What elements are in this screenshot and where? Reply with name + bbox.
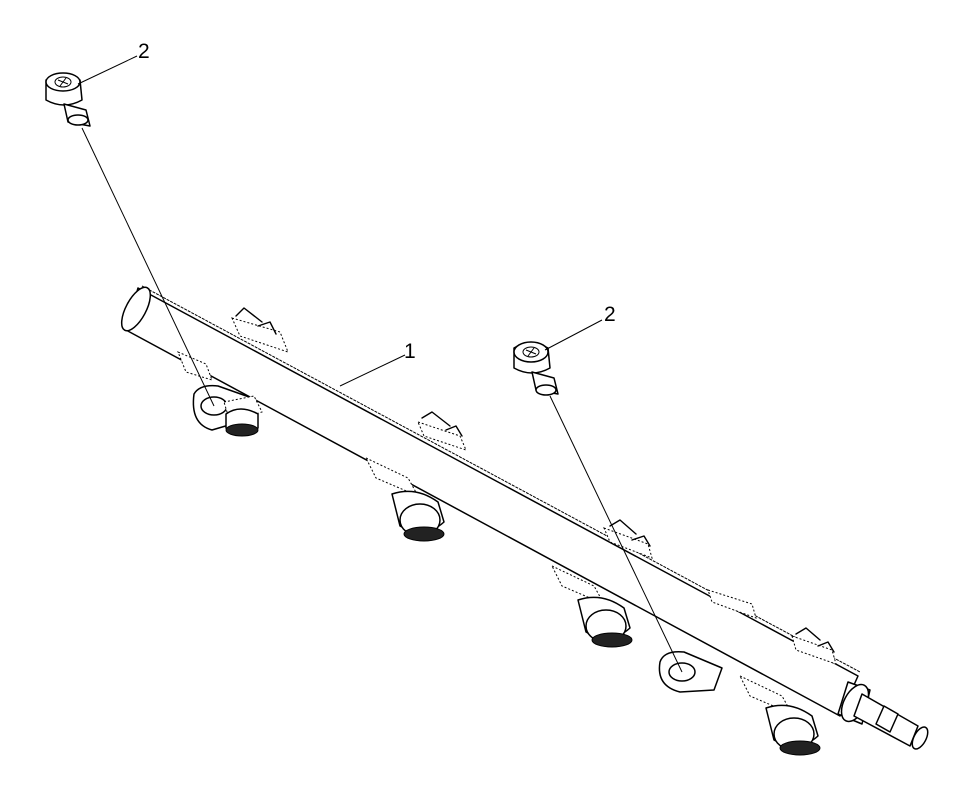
rail-clip-1 (231, 307, 289, 353)
injector-4 (738, 674, 821, 756)
leader-line-bolt-center (544, 319, 603, 351)
rail-clip-2 (417, 411, 467, 451)
assembly-line-left (81, 127, 215, 407)
bolt-center (513, 341, 559, 396)
rail-clip-5 (791, 627, 837, 665)
callout-number-rail: 1 (404, 340, 416, 363)
injector-3 (550, 564, 633, 648)
mounting-bracket-right (658, 650, 723, 693)
assembly-line-center (549, 395, 683, 673)
rail-clip-4 (707, 589, 757, 619)
leader-line-bolt-top-left (77, 55, 138, 85)
bolt-top-left (45, 72, 91, 127)
injector-1 (223, 395, 263, 437)
callout-number-bolt-top-left: 2 (138, 40, 150, 63)
fuel-rail (120, 285, 929, 750)
callout-number-bolt-center: 2 (604, 303, 616, 326)
rail-clip-3 (603, 519, 653, 559)
injector-2 (364, 456, 445, 542)
leader-line-rail (339, 354, 406, 387)
